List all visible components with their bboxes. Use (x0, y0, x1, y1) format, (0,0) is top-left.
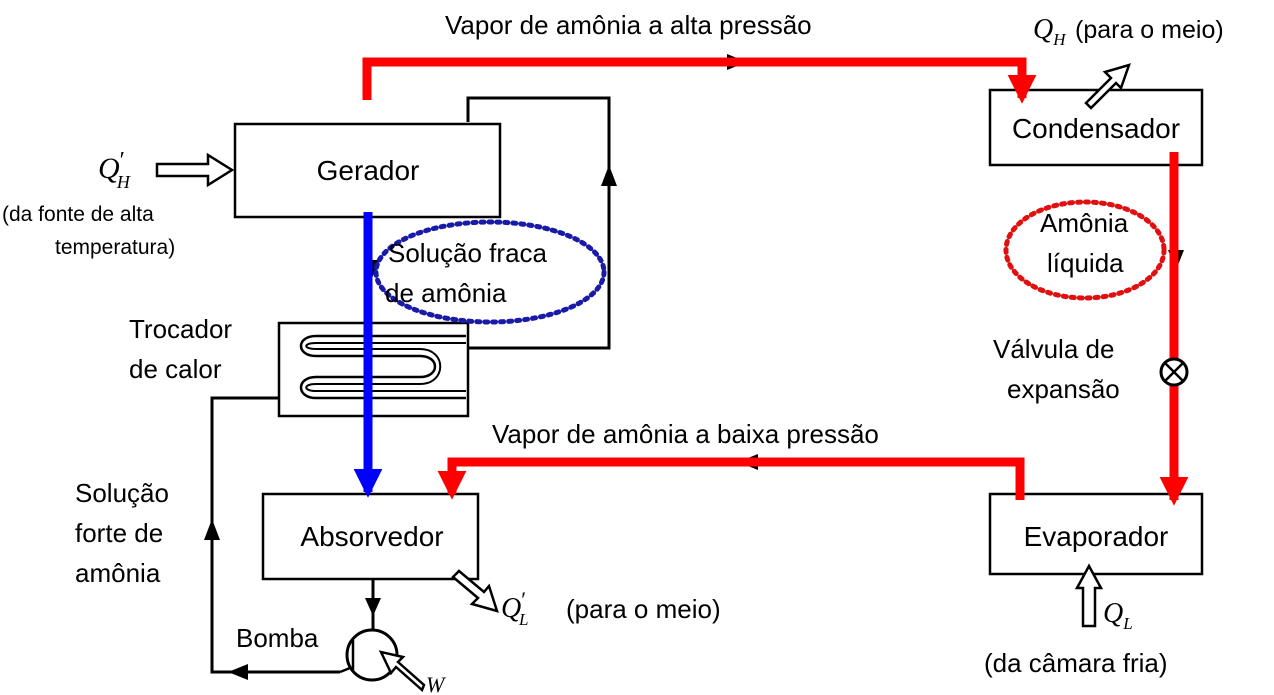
high-pressure-vapor-label: Vapor de amônia a alta pressão (445, 10, 812, 40)
qh-prime-source-line1: (da fonte de alta (2, 203, 154, 226)
generator-label: Gerador (317, 155, 420, 186)
valve-label-line1: Válvula de (993, 334, 1114, 364)
evaporator-box (988, 492, 1204, 576)
pump-label: Bomba (236, 623, 319, 653)
work-symbol: W (426, 672, 446, 695)
high-pressure-line (362, 57, 1037, 104)
liquid-ammonia-highlight (1003, 199, 1167, 301)
expansion-valve-icon (1159, 357, 1189, 387)
condenser-label: Condensador (1012, 113, 1180, 144)
liquid-ammonia-label-line2: líquida (1047, 248, 1124, 278)
absorber-box (261, 492, 480, 581)
work-input-arrow-icon (378, 650, 426, 693)
liquid-ammonia-label-line1: Amônia (1040, 208, 1129, 238)
qh-destination-label: (para o meio) (1075, 16, 1224, 44)
ql-prime-output-arrow-icon (451, 569, 499, 613)
ql-source-label: (da câmara fria) (984, 648, 1168, 678)
heat-exchanger-box (277, 321, 470, 418)
qh-symbol: QH (1033, 14, 1067, 49)
ql-prime-symbol: Q′L (501, 587, 529, 629)
strong-solution-label-line1: Solução (75, 478, 169, 508)
weak-solution-label-line2: de amônia (385, 278, 507, 308)
strong-solution-label-line3: amônia (75, 558, 161, 588)
evaporator-label: Evaporador (1024, 521, 1169, 552)
ql-prime-destination-label: (para o meio) (566, 594, 721, 624)
exchanger-label-line2: de calor (129, 354, 222, 384)
strong-solution-label-line2: forte de (75, 518, 163, 548)
ql-symbol: QL (1103, 598, 1133, 633)
qh-prime-source-line2: temperatura) (55, 236, 175, 259)
low-pressure-vapor-label: Vapor de amônia a baixa pressão (492, 419, 879, 449)
heat-exchanger-coil-inner (305, 342, 466, 392)
valve-label-line2: expansão (1007, 374, 1120, 404)
ql-input-arrow-icon (1074, 563, 1104, 628)
exchanger-label-line1: Trocador (129, 314, 232, 344)
generator-box (233, 122, 502, 219)
weak-solution-label-line1: Solução fraca (388, 238, 548, 268)
heat-exchanger-coil (299, 334, 466, 400)
low-pressure-line (437, 457, 1025, 500)
qh-output-arrow-icon (1084, 63, 1131, 110)
qh-prime-input-arrow-icon (155, 152, 235, 188)
weak-solution-highlight (373, 219, 607, 325)
absorber-label: Absorvedor (300, 521, 443, 552)
qh-prime-symbol: Q′H (98, 148, 131, 192)
